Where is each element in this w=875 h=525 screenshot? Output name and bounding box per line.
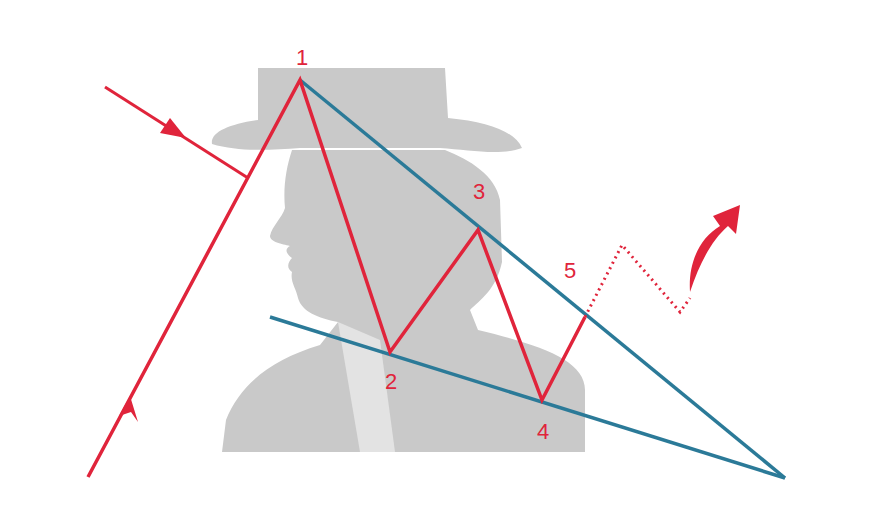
breakout-arrow (690, 205, 740, 292)
price-path (88, 80, 585, 477)
wave-number: 1 (296, 47, 308, 69)
head-and-body (222, 150, 585, 452)
lower-trendline (270, 317, 785, 478)
silhouette (212, 68, 585, 452)
hat (212, 68, 522, 152)
wave-number: 2 (385, 371, 397, 393)
wave-number: 3 (473, 181, 485, 203)
arrowhead (160, 118, 186, 138)
entry-line (105, 87, 248, 178)
wave-number: 5 (564, 260, 576, 282)
arrowhead (119, 396, 138, 422)
upper-trendline (300, 80, 785, 478)
projected-path (585, 245, 690, 317)
wave-number: 4 (537, 421, 549, 443)
